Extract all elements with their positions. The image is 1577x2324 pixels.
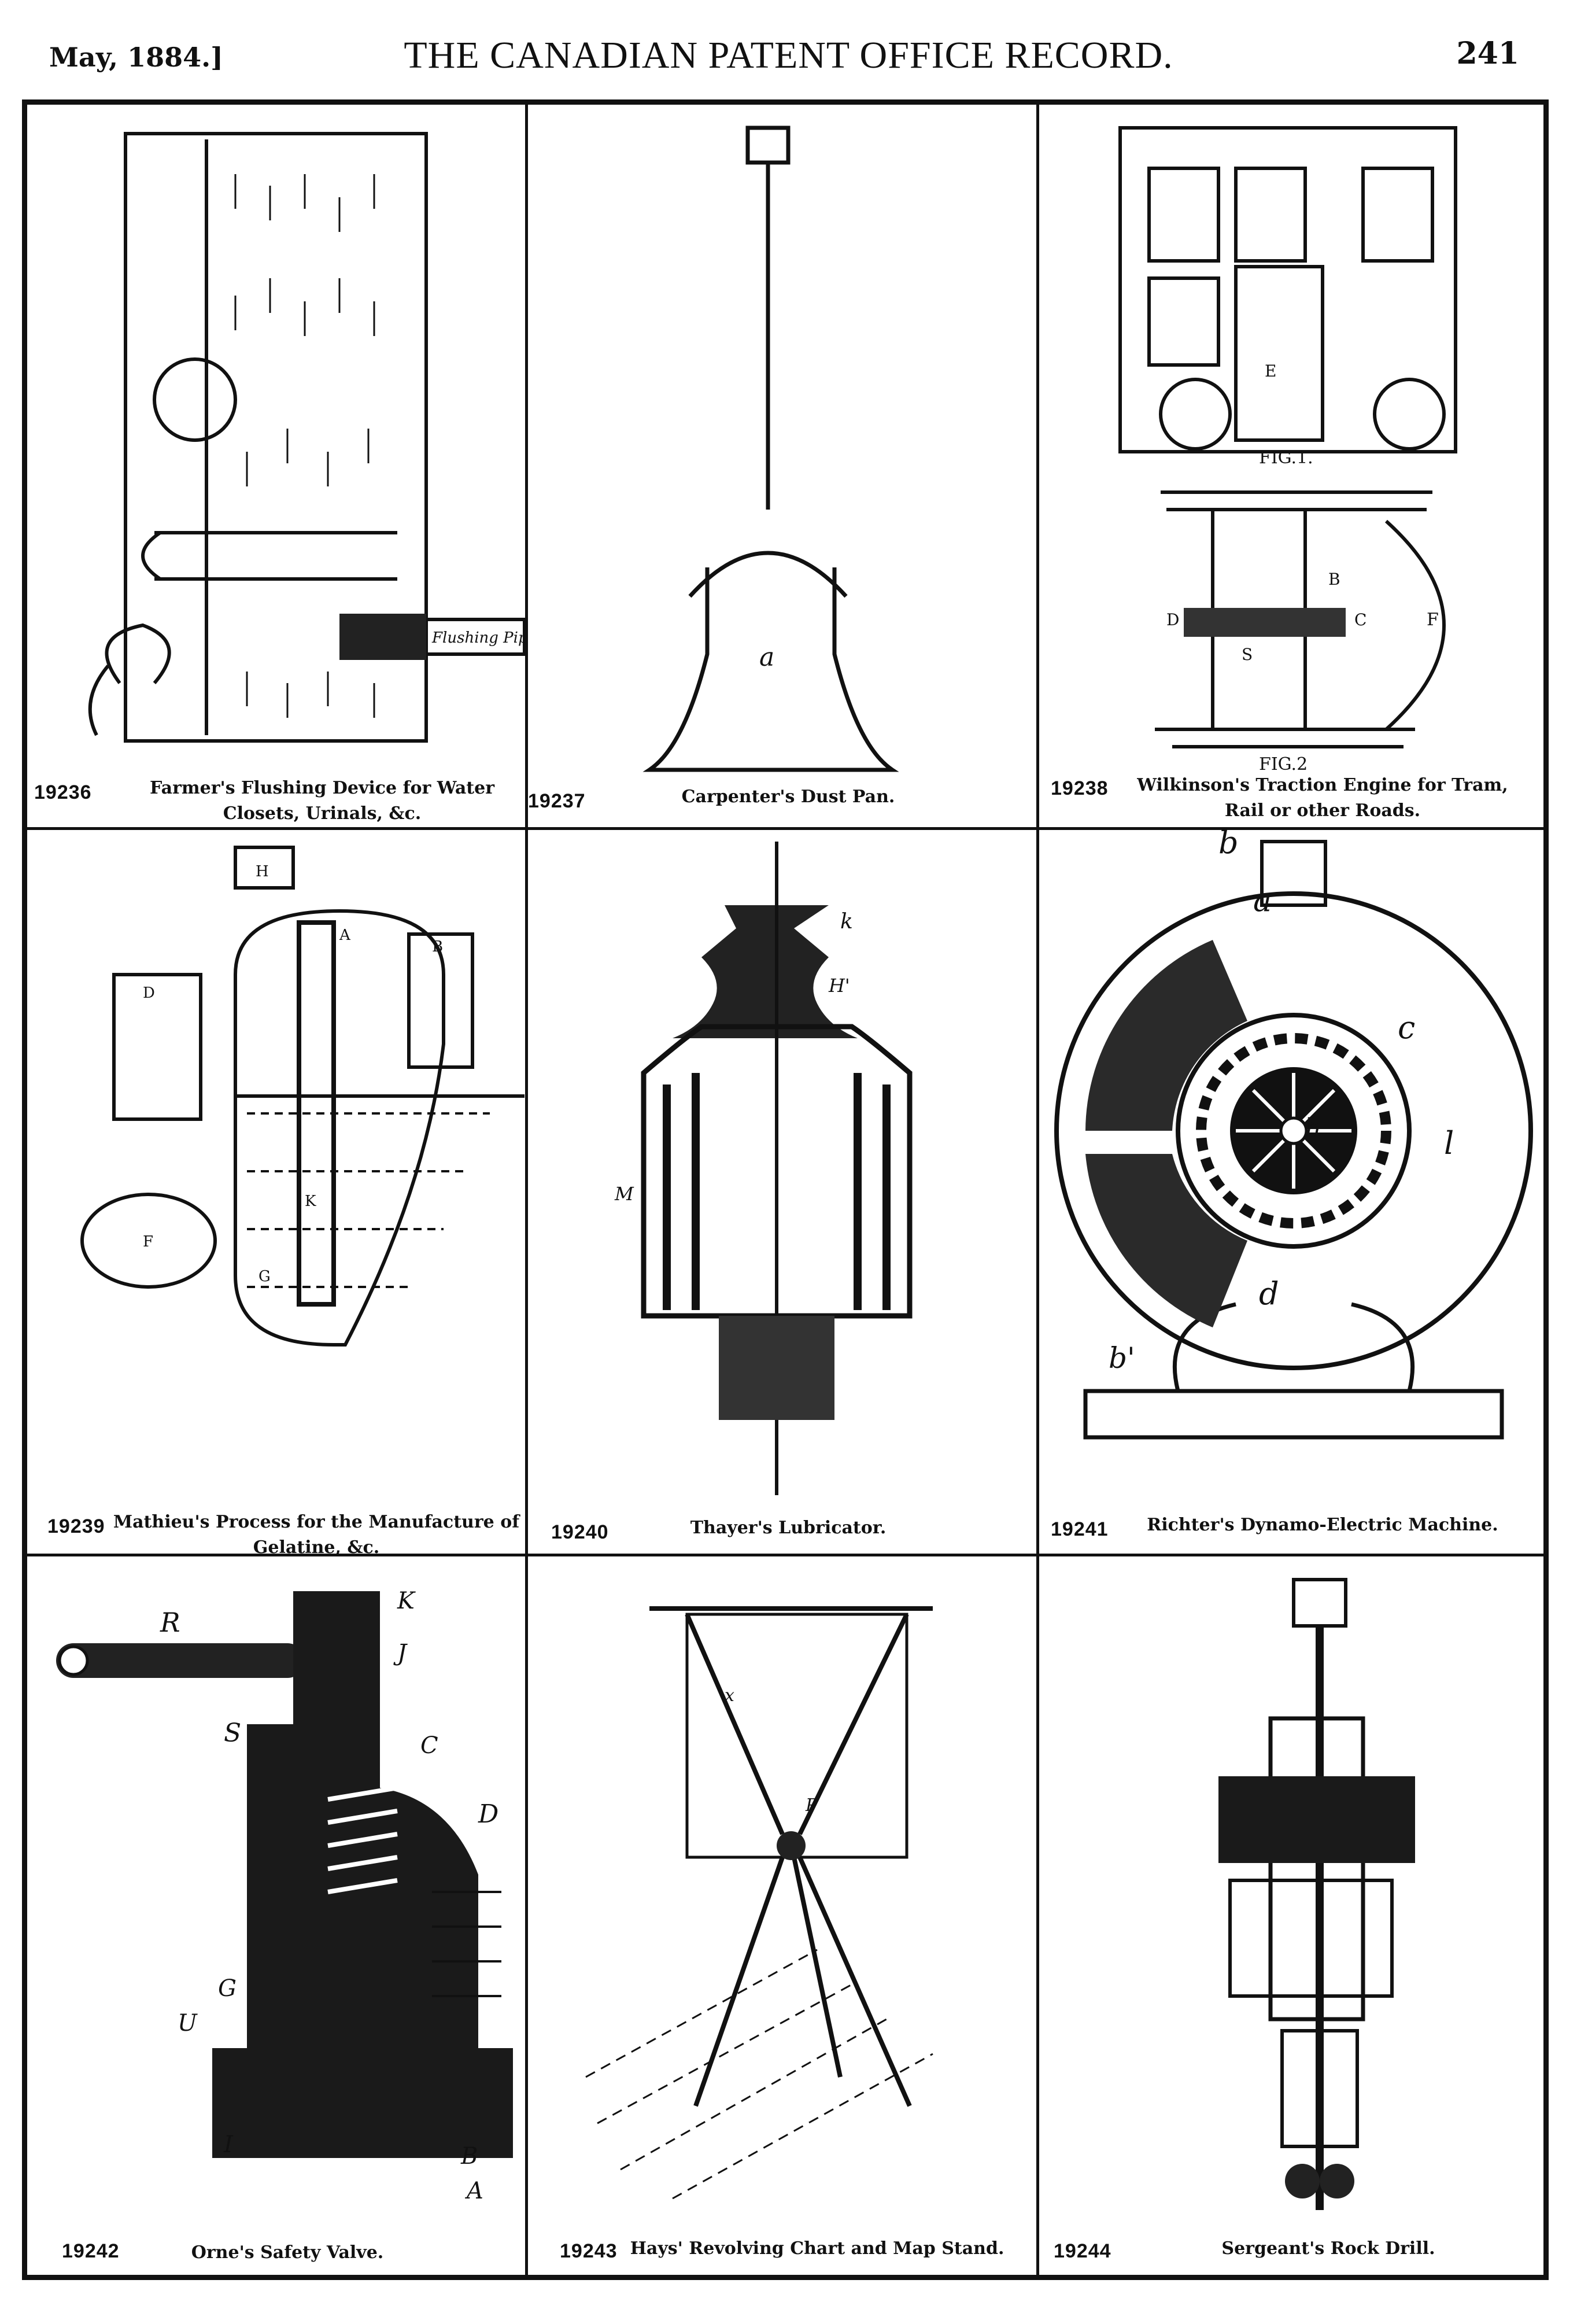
figure-caption: Thayer's Lubricator. — [690, 1518, 887, 1538]
gelatine-apparatus-drawing: H A B D F K G — [80, 846, 525, 1347]
label-k: k — [840, 910, 853, 934]
chart-stand-drawing: x P — [585, 1606, 933, 2200]
label-d: D — [143, 984, 155, 1002]
engine-label-e: E — [1265, 361, 1276, 381]
figure-19241: a b c d h l b' 19241 Richter's Dynamo-El… — [1039, 830, 1549, 1554]
label-g: G — [218, 1975, 237, 2002]
label-m: M — [614, 1183, 634, 1205]
figure-19240: k H' M 19240 Thayer's Lubricator. — [528, 830, 1036, 1554]
label-u: U — [178, 2010, 198, 2037]
traction-engine-drawing: E FIG.1. FIG.2 F B C D S — [1118, 126, 1457, 774]
dynamo-machine-drawing: a b c d h l b' — [1054, 830, 1533, 1440]
label-b: B — [1328, 570, 1340, 589]
label-k: K — [397, 1588, 416, 1614]
label-a: A — [339, 927, 351, 944]
figure-grid-frame — [22, 99, 1549, 2280]
figure-caption: Wilkinson's Traction Engine for Tram, Ra… — [1109, 773, 1537, 824]
fig-1-label: FIG.1. — [1259, 448, 1313, 468]
label-r: R — [160, 1607, 180, 1638]
issue-date: May, 1884.] — [49, 42, 223, 73]
figure-caption: Farmer's Flushing Device for Water Close… — [125, 776, 519, 827]
caption-line-1: Mathieu's Process for the Manufacture of — [113, 1512, 520, 1532]
label-l: l — [1444, 1125, 1454, 1161]
label-b: B — [460, 2143, 478, 2170]
figure-19239: H A B D F K G 19239 Mathieu's Process fo… — [27, 830, 525, 1558]
label-d: D — [478, 1799, 498, 1829]
label-h: H' — [828, 975, 850, 997]
patent-number: 19237 — [528, 790, 586, 812]
label-b: B — [432, 938, 443, 956]
figure-caption: Richter's Dynamo-Electric Machine. — [1147, 1515, 1498, 1535]
publication-title: THE CANADIAN PATENT OFFICE RECORD. — [404, 34, 1173, 76]
figure-caption: Hays' Revolving Chart and Map Stand. — [630, 2238, 1004, 2259]
figure-19242: R S D K J C B A I U G 19242 Orne's Safet… — [27, 1556, 525, 2275]
patent-number: 19240 — [551, 1521, 609, 1543]
figure-19244: 19244 Sergeant's Rock Drill. — [1039, 1556, 1549, 2275]
label-b-prime: b' — [1109, 1341, 1135, 1375]
dust-pan-drawing: a — [642, 126, 899, 772]
page-number: 241 — [1456, 36, 1519, 71]
label-j: J — [393, 1640, 408, 1666]
patent-number: 19239 — [47, 1515, 105, 1537]
figure-caption: Mathieu's Process for the Manufacture of… — [108, 1510, 525, 1561]
label-p: P — [805, 1795, 818, 1816]
label-g: G — [258, 1268, 271, 1285]
grid-divider-horizontal-2 — [22, 1554, 1549, 1556]
label-x: x — [725, 1685, 734, 1706]
label-h: H — [256, 863, 269, 880]
safety-valve-drawing: R S D K J C B A I U G — [56, 1588, 513, 2204]
label-k: K — [305, 1193, 316, 1210]
label-d: d — [1259, 1275, 1279, 1312]
label-s: S — [1242, 645, 1253, 664]
label-h: h — [1305, 1113, 1321, 1143]
label-c: c — [1398, 1009, 1415, 1046]
caption-line-2: Closets, Urinals, &c. — [223, 803, 422, 824]
flushing-device-drawing: Flushing Pipe — [88, 132, 525, 743]
label-d: D — [1166, 610, 1179, 629]
label-i: I — [223, 2131, 234, 2158]
figure-19238: E FIG.1. FIG.2 F B C D S 19238 Wilkinson… — [1039, 105, 1549, 827]
caption-line-1: Wilkinson's Traction Engine for Tram, — [1137, 775, 1508, 795]
patent-number: 19242 — [62, 2240, 120, 2262]
grid-divider-horizontal-1 — [22, 827, 1549, 830]
figure-caption: Sergeant's Rock Drill. — [1221, 2238, 1435, 2259]
patent-number: 19236 — [34, 781, 92, 803]
figure-19236: Flushing Pipe 19236 Farmer's Flushing De… — [27, 105, 525, 827]
label-f: F — [1427, 610, 1439, 630]
patent-number: 19244 — [1054, 2240, 1111, 2262]
label-c: C — [1354, 610, 1367, 629]
caption-line-2: Gelatine, &c. — [253, 1537, 380, 1558]
figure-19243: x P 19243 Hays' Revolving Chart and Map … — [528, 1556, 1036, 2275]
fig-2-label: FIG.2 — [1259, 754, 1308, 774]
patent-number: 19238 — [1051, 777, 1109, 799]
label-b: b — [1218, 830, 1239, 861]
label-s: S — [224, 1718, 241, 1748]
figure-caption: Carpenter's Dust Pan. — [681, 787, 895, 807]
page-header: May, 1884.] THE CANADIAN PATENT OFFICE R… — [0, 23, 1577, 81]
label-f: F — [143, 1233, 153, 1250]
grid-divider-vertical-2 — [1036, 99, 1039, 2280]
caption-line-1: Farmer's Flushing Device for Water — [149, 778, 495, 798]
caption-line-2: Rail or other Roads. — [1224, 801, 1421, 821]
grid-divider-vertical-1 — [525, 99, 528, 2280]
label-c: C — [420, 1732, 438, 1759]
label-a: a — [1253, 882, 1272, 918]
label-a: A — [464, 2178, 483, 2204]
patent-number: 19241 — [1051, 1518, 1109, 1540]
rock-drill-drawing — [1218, 1578, 1415, 2210]
figure-19237: a 19237 Carpenter's Dust Pan. — [528, 105, 1036, 827]
flushing-pipe-label: Flushing Pipe — [431, 629, 525, 647]
lubricator-drawing: k H' M — [614, 842, 913, 1495]
patent-number: 19243 — [560, 2240, 618, 2262]
pan-label: a — [759, 643, 774, 672]
figure-caption: Orne's Safety Valve. — [191, 2242, 384, 2263]
